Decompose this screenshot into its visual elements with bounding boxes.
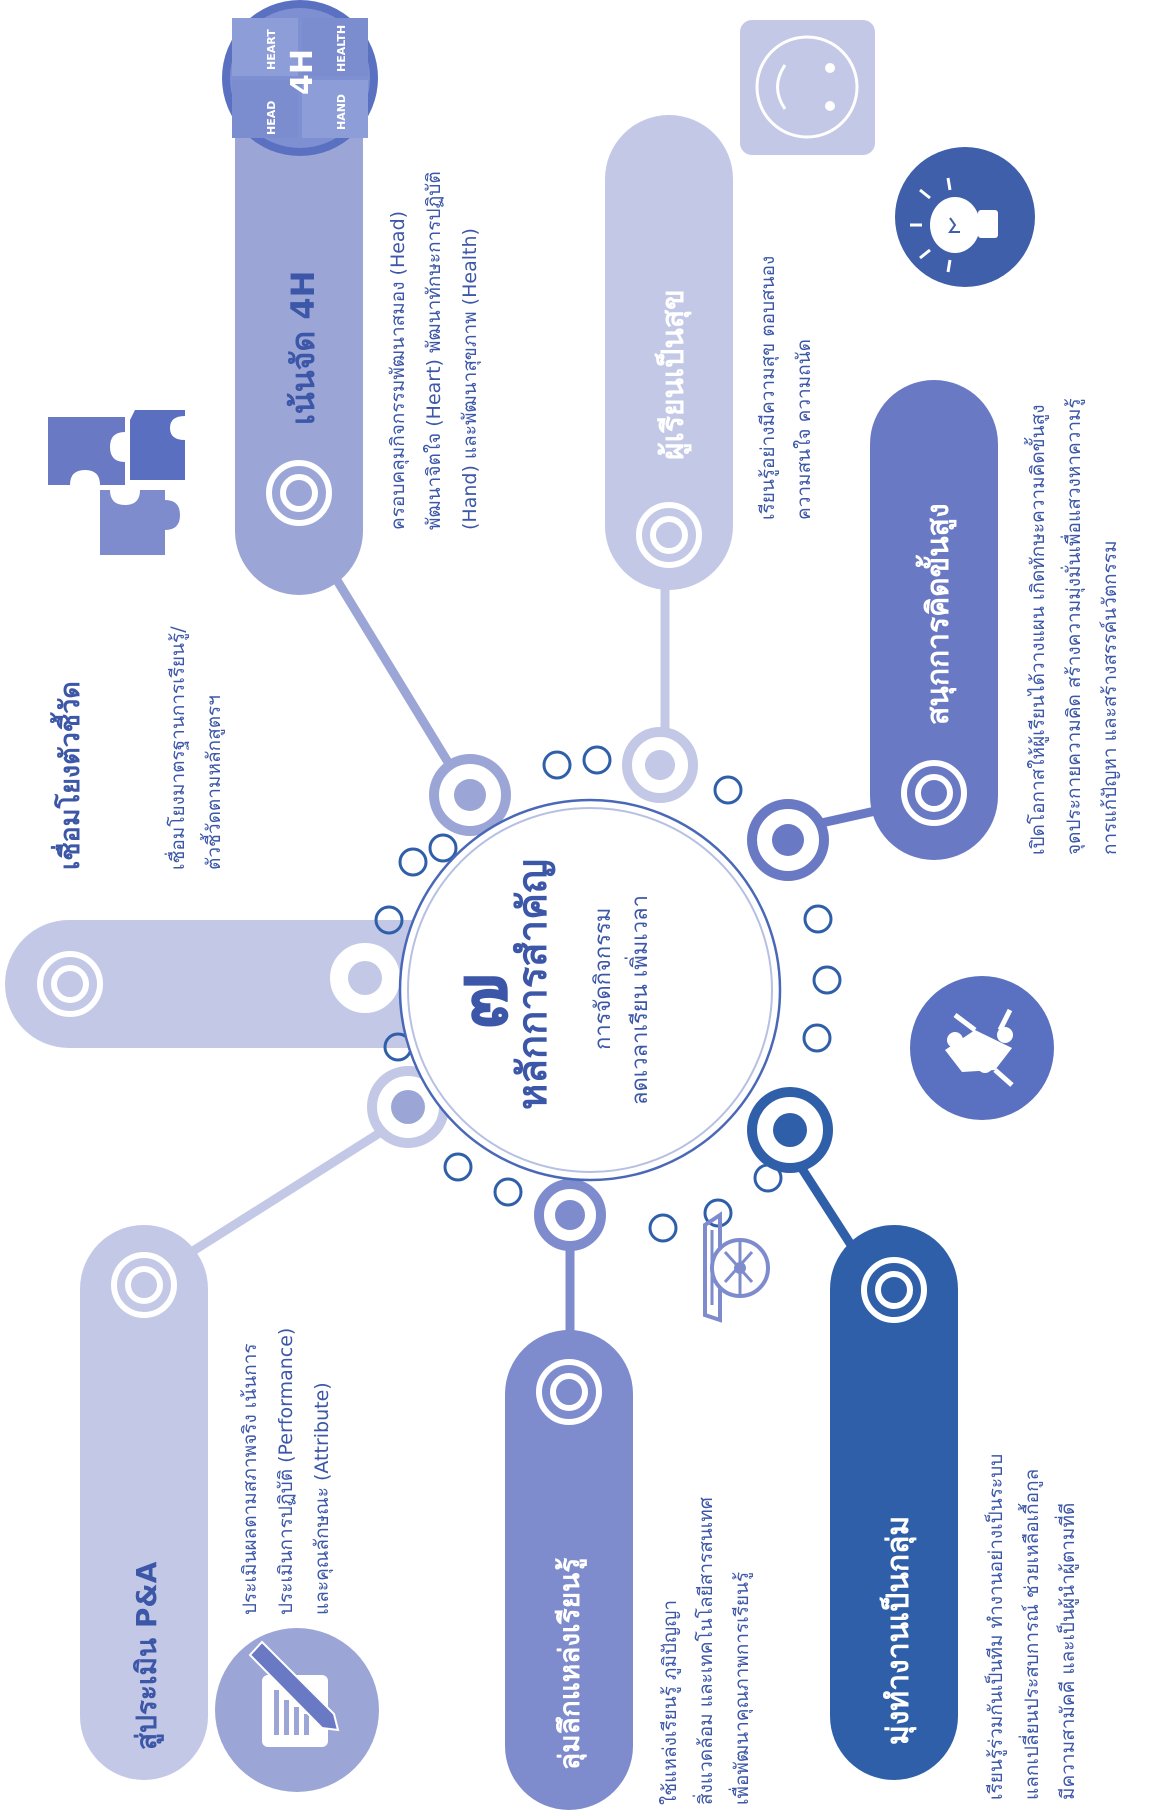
item-4-desc: เปิดโอกาสให้ผู้เรียนได้วางแผน เกิดทักษะค… bbox=[1027, 398, 1121, 855]
pill-learning-sources bbox=[505, 1330, 633, 1810]
item-1-title: เชื่อมโยงตัวชี้วัด bbox=[55, 681, 86, 870]
pill-teamwork bbox=[830, 1225, 958, 1780]
pencil-chart-icon bbox=[215, 1628, 379, 1792]
target-icon-5 bbox=[861, 1257, 927, 1323]
pills bbox=[5, 60, 998, 1810]
teamwork-icon bbox=[910, 976, 1054, 1120]
node-3 bbox=[622, 727, 698, 803]
connector-7 bbox=[150, 1110, 413, 1280]
4h-badge-hand-label: HAND bbox=[335, 94, 348, 130]
item-2-title: เน้นจัด 4H bbox=[284, 270, 322, 425]
center-subtitle-1: การจัดกิจกรรม bbox=[591, 907, 616, 1050]
item-6-title: ลุ่มลึกแหล่งเรียนรู้ bbox=[553, 1557, 586, 1770]
4h-badge-health-label: HEALTH bbox=[335, 25, 348, 72]
target-icon-1 bbox=[37, 951, 103, 1017]
node-2 bbox=[429, 754, 511, 836]
target-icon-3 bbox=[636, 502, 702, 568]
4h-badge-heart-label: HEART bbox=[265, 29, 278, 70]
center-title: หลักการสำคัญ bbox=[510, 859, 556, 1110]
item-7-desc: ประเมินผลตามสภาพจริง เน้นการ ประเมินการป… bbox=[239, 1327, 333, 1615]
node-1 bbox=[320, 933, 410, 1023]
pill-happy-learner bbox=[605, 115, 733, 590]
smiley-icon bbox=[740, 20, 875, 155]
item-5-desc: เรียนรู้ร่วมกันเป็นทีม ทำงานอย่างเป็นระบ… bbox=[985, 1453, 1079, 1800]
puzzle-icon bbox=[48, 410, 185, 555]
4h-badge-center-label: 4H bbox=[285, 49, 320, 95]
target-icon-7 bbox=[111, 1252, 177, 1318]
4h-badge-head-label: HEAD bbox=[265, 101, 278, 135]
item-7-title: สู่ประเมิน P&A bbox=[130, 1561, 163, 1750]
globe-book-icon bbox=[703, 1211, 770, 1323]
center-circle bbox=[398, 798, 782, 1182]
item-4-title: สนุกการคิดขั้นสูง bbox=[921, 503, 956, 725]
target-icon-2 bbox=[266, 460, 332, 526]
4h-badge-icon: 4H HEART HEALTH HEAD HAND bbox=[222, 0, 378, 156]
target-icon-6 bbox=[536, 1359, 602, 1425]
target-icon-4 bbox=[901, 760, 967, 826]
pill-higher-thinking bbox=[870, 380, 998, 860]
center-subtitle-2: ลดเวลาเรียน เพิ่มเวลา bbox=[628, 895, 653, 1105]
decorative-dots bbox=[374, 745, 842, 1243]
item-1-desc: เชื่อมโยงมาตรฐานการเรียนรู้/ ตัวชี้วัดตา… bbox=[167, 626, 225, 870]
lightbulb-icon bbox=[895, 147, 1035, 287]
pill-pa-assessment bbox=[80, 1225, 208, 1780]
item-3-title: ผู้เรียนเป็นสุข bbox=[656, 289, 691, 460]
node-circles bbox=[320, 727, 833, 1251]
item-5-title: มุ่งทำงานเป็นกลุ่ม bbox=[881, 1515, 916, 1745]
item-6-desc: ใช้แหล่งเรียนรู้ ภูมิปัญญา สิ่งแวดล้อม แ… bbox=[659, 1497, 753, 1805]
item-2-desc: ครอบคลุมกิจกรรมพัฒนาสมอง (Head) พัฒนาจิต… bbox=[387, 171, 481, 530]
node-6 bbox=[534, 1179, 606, 1251]
node-7 bbox=[367, 1066, 449, 1148]
item-3-desc: เรียนรู้อย่างมีความสุข ตอบสนอง ความสนใจ … bbox=[757, 255, 815, 520]
node-4 bbox=[747, 799, 829, 881]
pill-target-icons bbox=[37, 460, 967, 1425]
node-5 bbox=[747, 1087, 833, 1173]
pill-4h bbox=[235, 60, 363, 595]
